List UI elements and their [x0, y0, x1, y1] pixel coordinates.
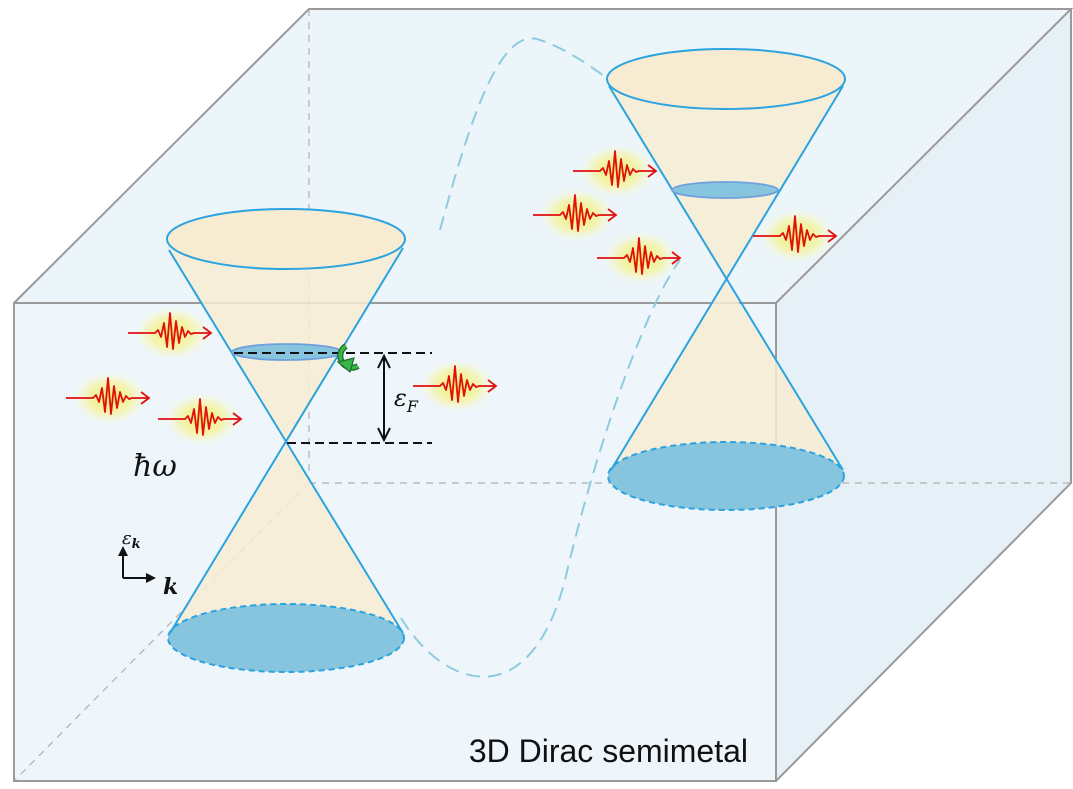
cone-right-fermi-disc — [671, 181, 779, 199]
axis-arrows-icon: εk k — [118, 528, 178, 600]
dirac-cone-right — [606, 48, 846, 511]
cone-left-bottom-disc — [167, 603, 405, 673]
fermi-arrow-head-down — [377, 427, 391, 443]
box-face-right — [776, 9, 1071, 781]
cone-right-top-ellipse — [606, 48, 846, 110]
box-3d — [13, 8, 1073, 782]
dispersion-dashed-curve — [400, 37, 681, 678]
cone-left-lower-fill — [170, 444, 403, 633]
fermi-arrow-head-up — [377, 353, 391, 369]
cone-left-top-ellipse — [166, 208, 406, 270]
circular-arrow-icon — [336, 343, 360, 374]
cone-right-edge-2 — [610, 85, 844, 471]
box-visible-edges — [13, 8, 1073, 782]
energy-axis-label: εk — [122, 528, 141, 552]
cone-left-edge-2 — [169, 247, 404, 634]
fermi-level-marker: εF — [234, 352, 432, 444]
photon-energy-label: ħω — [133, 449, 177, 484]
cone-right-lower-fill — [611, 282, 843, 468]
momentum-axis-label: k — [163, 574, 178, 600]
diagram-title: 3D Dirac semimetal — [469, 733, 748, 769]
cone-right-bottom-disc — [607, 441, 845, 511]
fermi-energy-label: εF — [394, 384, 419, 416]
